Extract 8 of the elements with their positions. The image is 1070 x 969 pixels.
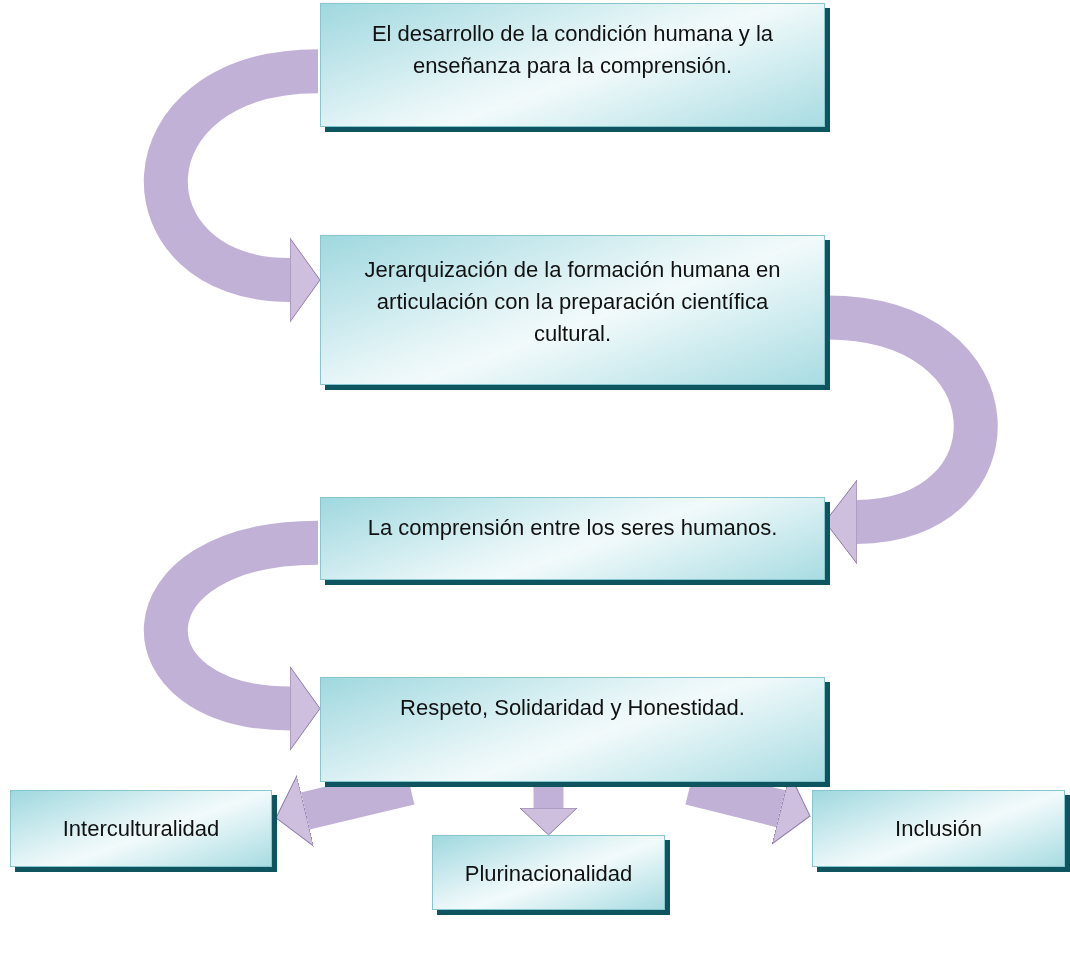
box-text: Interculturalidad — [62, 815, 220, 843]
box-text: Jerarquización de la formación humana en articulación con la preparación científica cultural. — [363, 256, 782, 348]
box-text: Plurinacionalidad — [464, 860, 633, 888]
box-text: Respeto, Solidaridad y Honestidad. — [400, 694, 745, 722]
box-text: La comprensión entre los seres humanos. — [367, 514, 778, 542]
box-text: Inclusión — [895, 815, 982, 843]
box-text: El desarrollo de la condición humana y la enseñanza para la comprensión. — [370, 20, 775, 80]
block-arrow — [519, 786, 578, 836]
